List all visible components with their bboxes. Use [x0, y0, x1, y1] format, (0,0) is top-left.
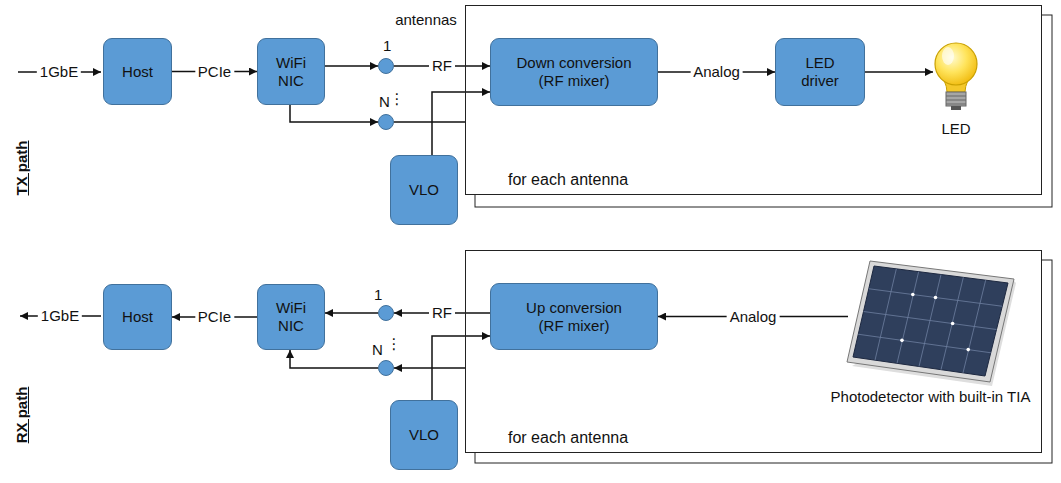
antenna-number: N — [372, 341, 383, 359]
signal-name: PCIe — [195, 63, 234, 81]
antenna-group-panel: Up conversion (RF mixer) Photodetector wi… — [465, 250, 1042, 453]
process-box: VLO — [390, 400, 458, 470]
antenna-number: N — [379, 93, 390, 111]
process-box: Up conversion (RF mixer) — [490, 283, 658, 350]
signal-name: Analog — [727, 308, 780, 326]
cell-dot — [951, 322, 955, 326]
node-label: Up conversion (RF mixer) — [522, 299, 627, 335]
signal-name: RF — [429, 57, 455, 75]
process-box: WiFi NIC — [257, 284, 325, 350]
signal-connector — [865, 71, 933, 73]
photodetector-node: Photodetector with built-in TIA — [848, 262, 1013, 382]
cell-dot — [934, 296, 938, 300]
process-box: Down conversion (RF mixer) — [490, 38, 658, 106]
panel-ground — [465, 250, 1042, 453]
antenna-group-panel: Down conversion (RF mixer)LED driverLEDf… — [465, 5, 1042, 195]
node-label: Photodetector with built-in TIA — [828, 388, 1033, 406]
signal-connector — [432, 336, 490, 400]
process-box: Host — [103, 284, 172, 350]
path-title: TX path — [13, 138, 31, 199]
node-label: VLO — [409, 181, 439, 199]
signal-connector — [325, 65, 378, 67]
path-title: RX path — [13, 384, 31, 447]
cell-grid-line — [941, 277, 963, 369]
cell-dot — [966, 348, 970, 352]
antenna-port: N — [378, 360, 394, 376]
group-label: antennas — [395, 11, 457, 29]
signal-connector — [432, 92, 490, 155]
cell-dot — [911, 293, 915, 297]
group-caption: for each antenna — [508, 429, 628, 447]
node-label: LED driver — [794, 54, 846, 90]
signal-connector — [394, 121, 465, 123]
cell-dot — [900, 339, 904, 343]
node-label: WiFi NIC — [269, 54, 314, 90]
cell-grid-line — [864, 312, 997, 330]
node-label: WiFi NIC — [269, 299, 314, 335]
cell-grid-line — [869, 289, 1003, 307]
node-label: Down conversion (RF mixer) — [512, 54, 637, 90]
process-box: LED driver — [775, 38, 865, 106]
ellipsis-mark: ⋮ — [387, 335, 402, 353]
group-caption: for each antenna — [508, 171, 628, 189]
node-label: Host — [122, 308, 153, 326]
signal-connector — [290, 350, 378, 368]
signal-name: 1GbE — [38, 307, 82, 325]
process-box: Host — [103, 38, 172, 105]
antenna-number: 1 — [383, 37, 391, 55]
process-box: VLO — [390, 155, 458, 225]
ellipsis-mark: ⋮ — [390, 90, 405, 108]
led-bulb — [935, 43, 977, 110]
process-box: WiFi NIC — [257, 38, 325, 105]
signal-name: 1GbE — [37, 63, 81, 81]
led-node: LED — [933, 42, 979, 112]
antenna-port: 1 — [378, 58, 394, 74]
signal-connector — [394, 367, 465, 369]
signal-name: RF — [429, 304, 455, 322]
node-label: VLO — [409, 426, 439, 444]
node-label: LED — [913, 120, 999, 138]
signal-connector — [325, 312, 378, 314]
cell-grid-line — [858, 334, 991, 353]
node-label: Host — [122, 63, 153, 81]
signal-name: PCIe — [195, 308, 234, 326]
antenna-port: N — [378, 114, 394, 130]
photodetector-panel — [847, 261, 1016, 386]
signal-name: Analog — [690, 63, 743, 81]
antenna-port: 1 — [378, 305, 394, 321]
panel-ground — [465, 5, 1042, 195]
antenna-number: 1 — [374, 286, 382, 304]
signal-connector — [290, 105, 378, 122]
